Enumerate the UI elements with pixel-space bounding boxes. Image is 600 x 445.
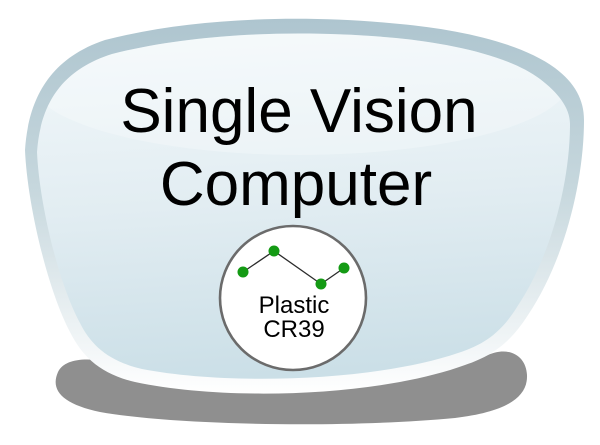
badge-material-line1: Plastic (259, 292, 330, 319)
lens-glass (37, 33, 570, 379)
material-badge-circle (218, 224, 368, 372)
lens-title-line1: Single Vision (120, 77, 477, 146)
lens-title-line2: Computer (160, 150, 432, 219)
trend-graph-dot (315, 278, 327, 290)
trend-graph (237, 245, 350, 290)
badge-material-line2: CR39 (263, 316, 324, 343)
trend-graph-dot (237, 266, 249, 278)
trend-graph-dot (268, 245, 280, 257)
trend-graph-line (242, 250, 345, 285)
trend-graph-dot (338, 262, 350, 274)
